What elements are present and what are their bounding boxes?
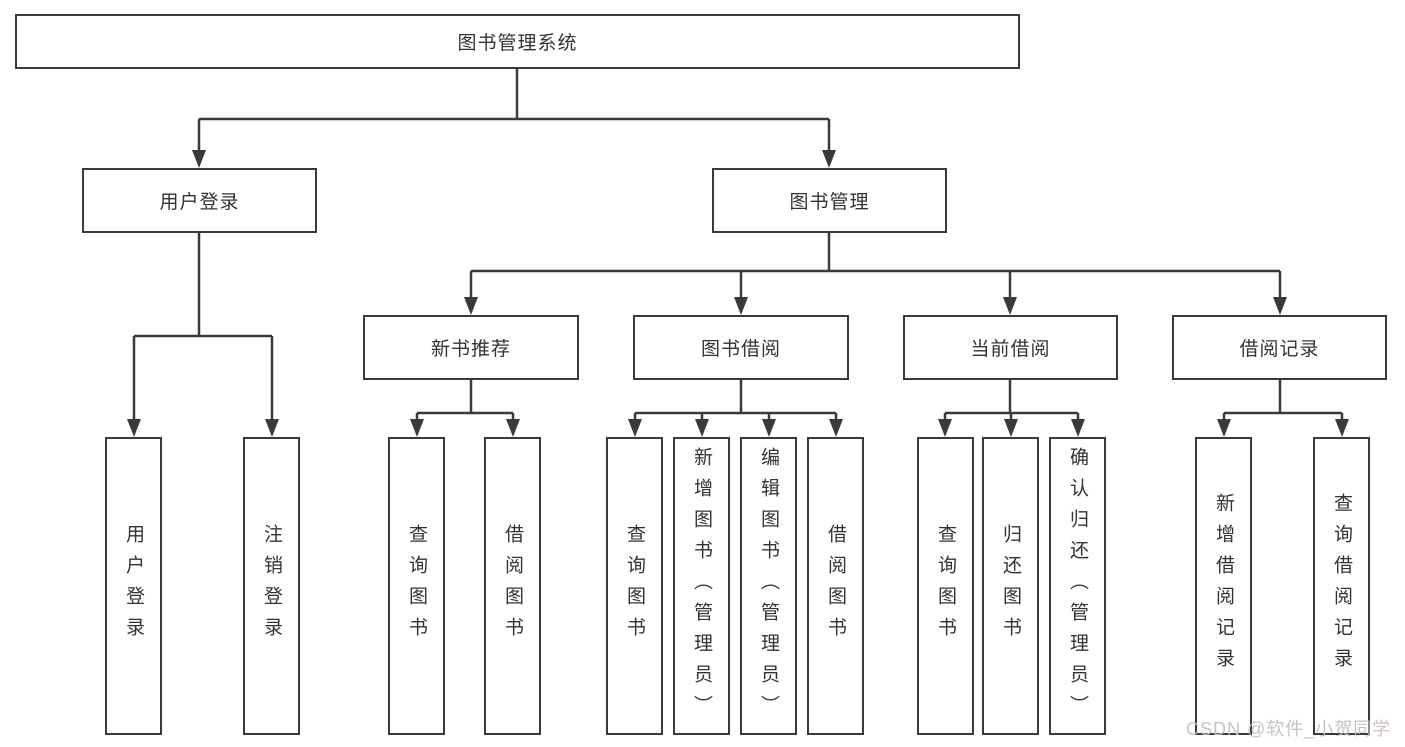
node-borrow-records: 借阅记录 — [1172, 315, 1387, 380]
arrow-icon — [829, 419, 843, 437]
leaf-label: 借阅图书 — [825, 524, 846, 648]
leaf-query-books-current: 查询图书 — [917, 437, 974, 735]
leaf-label: 归还图书 — [1000, 524, 1021, 648]
node-book-management: 图书管理 — [712, 168, 947, 233]
leaf-borrow-books-recommend: 借阅图书 — [484, 437, 541, 735]
leaf-add-borrow-record: 新增借阅记录 — [1195, 437, 1252, 735]
watermark: CSDN @软件_小贺同学 — [1186, 719, 1392, 739]
connector-user-login-branch — [132, 233, 274, 421]
connector-borrow-records-branch — [1222, 380, 1344, 421]
arrow-icon — [192, 150, 206, 168]
arrow-icon — [938, 419, 952, 437]
leaf-label: 查询借阅记录 — [1331, 493, 1352, 679]
node-new-book-recommend: 新书推荐 — [363, 315, 579, 380]
node-root: 图书管理系统 — [15, 14, 1020, 69]
node-current-borrow: 当前借阅 — [903, 315, 1118, 380]
leaf-label: 注销登录 — [261, 524, 282, 648]
leaf-label: 编辑图书（管理员） — [758, 446, 779, 726]
leaf-label: 借阅图书 — [502, 524, 523, 648]
arrow-icon — [1335, 419, 1349, 437]
connector-new-book-recommend-branch — [415, 380, 515, 421]
leaf-query-books-recommend: 查询图书 — [388, 437, 445, 735]
leaf-edit-book-admin: 编辑图书（管理员） — [740, 437, 797, 735]
arrow-icon — [464, 297, 478, 315]
leaf-label: 新增图书（管理员） — [691, 446, 712, 726]
node-book-borrow: 图书借阅 — [633, 315, 849, 380]
connector-root-to-level2 — [197, 69, 831, 152]
leaf-query-borrow-record: 查询借阅记录 — [1313, 437, 1370, 735]
arrow-icon — [410, 419, 424, 437]
leaf-label: 查询图书 — [935, 524, 956, 648]
arrow-icon — [1004, 419, 1018, 437]
arrowheads — [127, 150, 1349, 437]
leaf-label: 确认归还（管理员） — [1067, 446, 1088, 726]
arrow-icon — [506, 419, 520, 437]
arrow-icon — [1071, 419, 1085, 437]
leaf-logout: 注销登录 — [243, 437, 300, 735]
arrow-icon — [762, 419, 776, 437]
arrow-icon — [1217, 419, 1231, 437]
leaf-label: 查询图书 — [406, 524, 427, 648]
node-user-login: 用户登录 — [82, 168, 317, 233]
arrow-icon — [265, 419, 279, 437]
connector-book-borrow-branch — [633, 380, 838, 421]
leaf-borrow-books: 借阅图书 — [807, 437, 864, 735]
arrow-icon — [822, 150, 836, 168]
arrow-icon — [734, 297, 748, 315]
leaf-user-login: 用户登录 — [105, 437, 162, 735]
arrow-icon — [695, 419, 709, 437]
leaf-query-books-borrow: 查询图书 — [606, 437, 663, 735]
arrow-icon — [628, 419, 642, 437]
leaf-label: 查询图书 — [624, 524, 645, 648]
leaf-confirm-return-admin: 确认归还（管理员） — [1049, 437, 1106, 735]
leaf-return-book: 归还图书 — [982, 437, 1039, 735]
leaf-label: 新增借阅记录 — [1213, 493, 1234, 679]
leaf-add-book-admin: 新增图书（管理员） — [673, 437, 730, 735]
leaf-label: 用户登录 — [123, 524, 144, 648]
arrow-icon — [127, 419, 141, 437]
arrow-icon — [1003, 297, 1017, 315]
arrow-icon — [1273, 297, 1287, 315]
connector-book-management-branch — [469, 233, 1282, 299]
connector-current-borrow-branch — [943, 380, 1080, 421]
